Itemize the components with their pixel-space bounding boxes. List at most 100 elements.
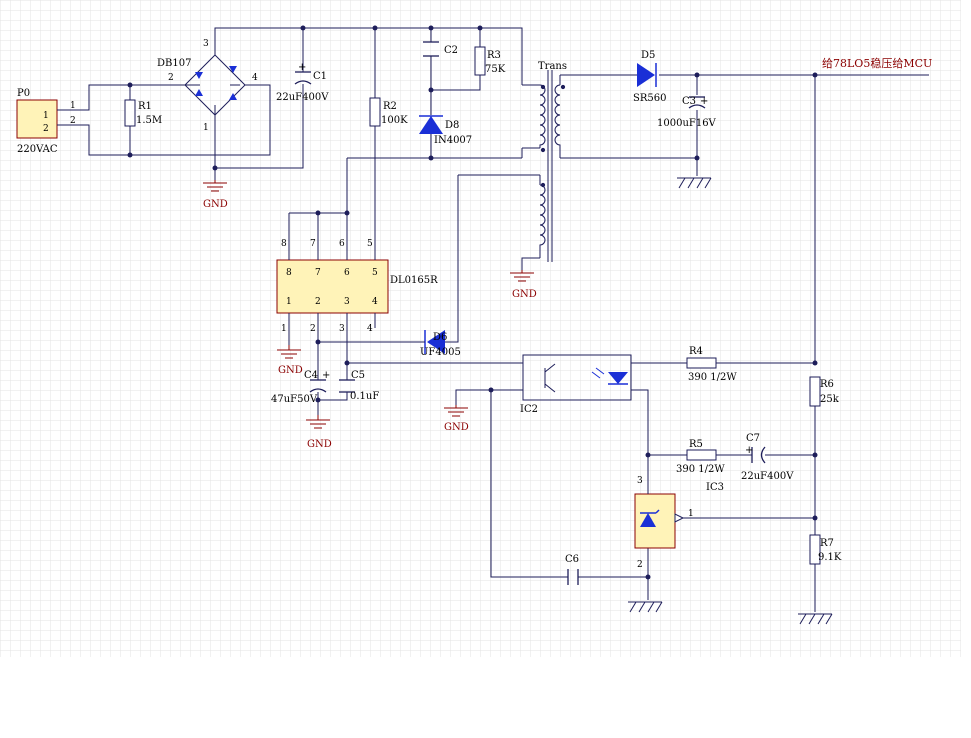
c5-value: 0.1uF: [350, 391, 379, 402]
r2-ref: R2: [383, 101, 397, 112]
r3-ref: R3: [487, 50, 501, 61]
resistor-r1: [124, 99, 136, 127]
ic3-ref: IC3: [706, 482, 724, 493]
bridge-rectifier-db107[interactable]: DB107 2 4 3 1: [157, 39, 258, 133]
c7-value: 22uF400V: [741, 471, 794, 482]
c3-value: 1000uF16V: [657, 118, 717, 129]
pin-label: 5: [367, 239, 373, 249]
pin-label: D8: [445, 120, 459, 131]
junction-dots: [127, 25, 818, 580]
pin-label: 2: [315, 297, 321, 307]
gnd-symbols: [203, 180, 534, 429]
pin-label: 6: [344, 268, 350, 278]
pin-label: 2: [637, 560, 643, 570]
resistor-bodies: [124, 46, 821, 565]
p0-ref: P0: [17, 88, 30, 99]
r1-ref: R1: [138, 101, 152, 112]
pin-label: 3: [339, 324, 345, 334]
pin-label: 4: [252, 73, 258, 83]
pin-label: 2: [310, 324, 316, 334]
pin-label: D6: [433, 332, 447, 343]
r6-value: 25k: [820, 394, 840, 405]
pin-label: 2: [43, 124, 49, 134]
ic2-ref: IC2: [520, 404, 538, 415]
gnd-label-ic: GND: [278, 365, 303, 376]
c2-ref: C2: [444, 45, 458, 56]
resistor-r5: [686, 449, 717, 461]
wire-network: [63, 27, 929, 612]
c1-plus: +: [298, 62, 306, 73]
c1-value: 22uF400V: [276, 92, 329, 103]
pin-label: 8: [281, 239, 287, 249]
r7-ref: R7: [820, 538, 834, 549]
r4-ref: R4: [689, 346, 703, 357]
c6-ref: C6: [565, 554, 579, 565]
pin-label: D5: [641, 50, 655, 61]
r5-ref: R5: [689, 439, 703, 450]
shunt-regulator-ic3[interactable]: IC3 1 2 3: [634, 476, 724, 570]
pin-label: 8: [286, 268, 292, 278]
pin-label: 7: [315, 268, 321, 278]
transformer[interactable]: [522, 70, 566, 262]
c4-value: 47uF50V: [271, 394, 318, 405]
gnd-label-aux: GND: [512, 289, 537, 300]
transformer-ref: Trans: [538, 61, 567, 72]
pin-label: 1: [281, 324, 287, 334]
r4-value: 390 1/2W: [688, 372, 737, 383]
r7-value: 9.1K: [818, 552, 842, 563]
pin-label: 4: [372, 297, 378, 307]
gnd-label-bridge: GND: [203, 199, 228, 210]
grid-background: [0, 0, 961, 657]
output-net-label: 给78LO5稳压给MCU: [822, 56, 932, 70]
c3-plus: +: [700, 96, 708, 107]
r3-value: 75K: [485, 64, 506, 75]
pin-label: IN4007: [434, 135, 472, 146]
pin-label: 7: [310, 239, 316, 249]
resistor-r7: [809, 534, 821, 565]
pin-label: 1: [203, 123, 209, 133]
p0-value: 220VAC: [17, 144, 58, 155]
resistor-r6: [809, 376, 821, 407]
diode-d8[interactable]: D8 IN4007: [419, 115, 472, 146]
pin-label: 1: [688, 509, 694, 519]
r5-value: 390 1/2W: [676, 464, 725, 475]
diode-d5[interactable]: D5 SR560: [633, 50, 666, 104]
resistor-r3: [474, 46, 486, 76]
gnd-label-c4: GND: [307, 439, 332, 450]
r2-value: 100K: [381, 115, 408, 126]
pin-label: 6: [339, 239, 345, 249]
c1-ref: C1: [313, 71, 327, 82]
capacitor-plates: [294, 41, 766, 585]
pin-label: 3: [203, 39, 209, 49]
pin-label: 3: [344, 297, 350, 307]
c7-plus: +: [745, 445, 753, 456]
pin-label: 3: [637, 476, 643, 486]
diode-d6[interactable]: D6 UF4005: [418, 330, 461, 358]
optocoupler-ic2[interactable]: IC2: [520, 354, 632, 415]
resistor-r4: [686, 357, 717, 369]
pin-label: UF4005: [420, 347, 461, 358]
pin-label: 1: [70, 101, 76, 111]
pin-label: 4: [367, 324, 373, 334]
pin-label: 1: [43, 111, 49, 121]
connector-p0[interactable]: 1 2 1 2 P0 220VAC: [16, 88, 76, 155]
pin-label: 2: [168, 73, 174, 83]
pin-label: 1: [286, 297, 292, 307]
c7-ref: C7: [746, 433, 760, 444]
earth-symbols: [628, 177, 833, 625]
ic-dl0165r[interactable]: 8 7 6 5 1 2 3 4 8 7 6 5 1 2 3 4 DL0165R: [276, 239, 438, 334]
pin-label: 5: [372, 268, 378, 278]
c3-ref: C3: [682, 96, 696, 107]
pin-label: 2: [70, 116, 76, 126]
resistor-r2: [369, 97, 381, 127]
db107-ref: DB107: [157, 58, 191, 69]
gnd-label-opto: GND: [444, 422, 469, 433]
r1-value: 1.5M: [136, 115, 162, 126]
ic-ref: DL0165R: [390, 275, 438, 286]
c4-ref: C4: [304, 370, 318, 381]
c4-plus: +: [322, 370, 330, 381]
r6-ref: R6: [820, 379, 834, 390]
c5-ref: C5: [351, 370, 365, 381]
